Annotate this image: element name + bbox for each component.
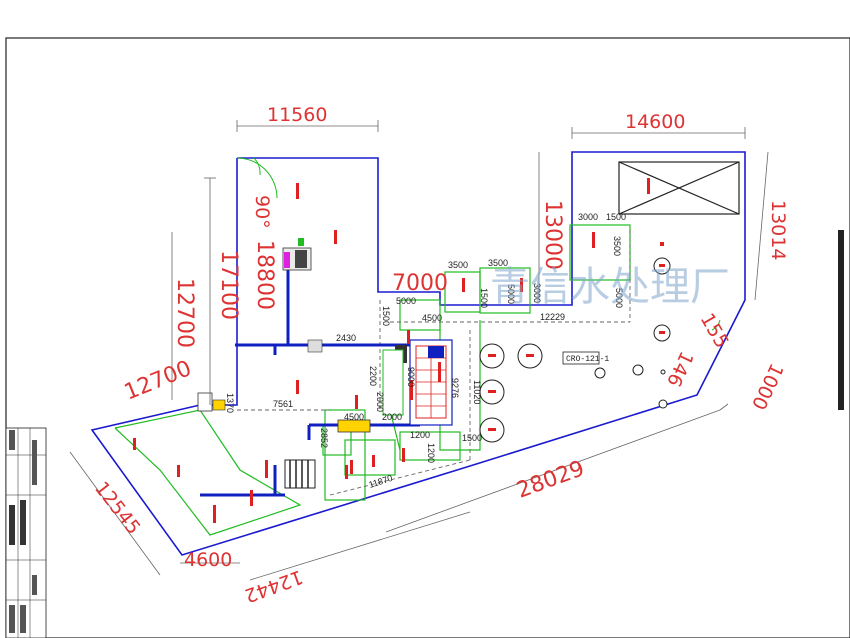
right-arc bbox=[711, 319, 721, 331]
dim-5000a: 5000 bbox=[396, 296, 416, 306]
cro-box bbox=[562, 351, 600, 365]
dim-3500a: 3500 bbox=[448, 260, 468, 270]
dimension-lines bbox=[69, 120, 769, 581]
dim-2000a: 2000 bbox=[375, 392, 385, 412]
dim-17100: 17100 bbox=[216, 250, 241, 320]
dim-12700-diagonal: 12700 bbox=[121, 356, 195, 405]
dim-2430: 2430 bbox=[336, 333, 356, 343]
right-edge-title-mark bbox=[838, 230, 844, 410]
cro-box-label: CRO-121-1 bbox=[566, 355, 609, 364]
dim-1500c: 1500 bbox=[381, 306, 391, 326]
dim-9000: 9000 bbox=[406, 367, 416, 387]
crossed-box bbox=[618, 161, 740, 215]
sheet-frame bbox=[5, 37, 850, 638]
dashed-lines bbox=[237, 230, 631, 496]
site-boundary bbox=[90, 151, 746, 556]
dim-4600: 4600 bbox=[184, 549, 232, 571]
dim-2852: 2852 bbox=[319, 428, 329, 448]
dim-28029: 28029 bbox=[514, 456, 588, 503]
dim-1200b: 1200 bbox=[426, 443, 436, 463]
dim-2000b: 2000 bbox=[382, 412, 402, 422]
dim-3000b: 3000 bbox=[578, 212, 598, 222]
tank-markers bbox=[488, 242, 665, 431]
angle-90: 90° bbox=[251, 195, 273, 229]
dim-12442: 12442 bbox=[241, 565, 305, 606]
equipment bbox=[197, 238, 407, 489]
dim-12229: 12229 bbox=[540, 312, 565, 322]
dim-5000c: 5000 bbox=[506, 284, 516, 304]
corner-arc bbox=[236, 157, 278, 199]
dim-5000b: 5000 bbox=[614, 288, 624, 308]
dim-4500a: 4500 bbox=[422, 313, 442, 323]
dim-11020: 11020 bbox=[472, 380, 482, 404]
corner-arc-small bbox=[253, 157, 261, 176]
dim-3500c: 3500 bbox=[612, 236, 622, 256]
watermark: 青信水处理厂 bbox=[490, 264, 730, 310]
dim-1500a: 1500 bbox=[479, 288, 489, 308]
dim-13014: 13014 bbox=[767, 200, 789, 260]
dim-1500-bottom: 1500 bbox=[462, 433, 482, 443]
dim-12700-vertical: 12700 bbox=[172, 278, 197, 348]
dim-18800: 18800 bbox=[252, 240, 277, 310]
dim-9276: 9276 bbox=[450, 378, 460, 398]
title-block bbox=[5, 427, 47, 638]
dim-2200: 2200 bbox=[368, 366, 378, 386]
dim-3500b: 3500 bbox=[488, 258, 508, 268]
dim-13000: 13000 bbox=[540, 200, 565, 270]
dim-4500b: 4500 bbox=[344, 412, 364, 422]
treatment-tanks bbox=[382, 339, 453, 426]
dim-3000a: 3000 bbox=[532, 283, 542, 303]
dim-14600: 14600 bbox=[625, 111, 685, 133]
dim-12545: 12545 bbox=[90, 478, 145, 539]
dim-1000: 1000 bbox=[747, 360, 787, 413]
dim-1500b: 1500 bbox=[606, 212, 626, 222]
red-annotations bbox=[133, 178, 650, 523]
dim-7000: 7000 bbox=[392, 271, 448, 296]
dim-1200: 1200 bbox=[410, 430, 430, 440]
dim-11560: 11560 bbox=[267, 104, 327, 126]
dim-146: 146 bbox=[662, 348, 697, 390]
dim-155: 155 bbox=[696, 310, 733, 352]
dim-1370: 1370 bbox=[225, 393, 235, 413]
dim-7561: 7561 bbox=[273, 399, 293, 409]
